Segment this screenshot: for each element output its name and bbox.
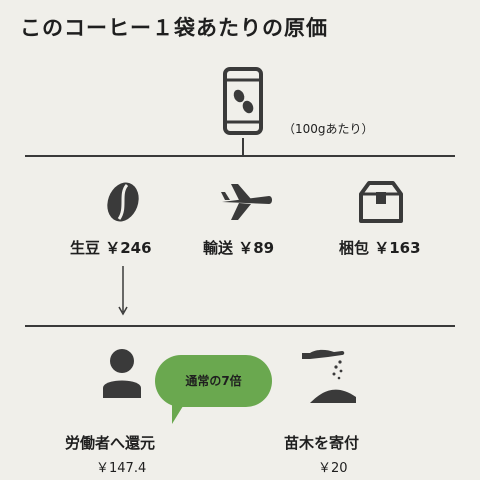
seedling-planting-icon xyxy=(302,349,356,403)
divider-top xyxy=(25,155,455,157)
connector-vertical xyxy=(242,138,244,156)
speech-bubble-tail xyxy=(172,398,188,424)
page-title: このコーヒー１袋あたりの原価 xyxy=(20,16,328,40)
item-raw-beans: 生豆 ￥246 xyxy=(70,237,152,258)
item-raw-beans-name: 生豆 xyxy=(70,239,101,257)
labor-return-label: 労働者へ還元 xyxy=(65,434,156,452)
box-icon xyxy=(359,181,403,223)
labor-return-price: ￥147.4 xyxy=(96,461,147,476)
person-icon xyxy=(103,349,141,398)
speech-bubble-text: 通常の7倍 xyxy=(185,374,242,388)
item-packaging: 梱包 ￥163 xyxy=(339,237,421,258)
airplane-icon xyxy=(221,184,272,220)
seedling-donation-label: 苗木を寄付 xyxy=(284,434,360,452)
arrow-down-icon xyxy=(118,266,128,316)
coffee-bean-icon xyxy=(107,182,139,222)
item-packaging-name: 梱包 xyxy=(339,239,370,257)
item-raw-beans-price: ￥246 xyxy=(105,239,152,257)
item-shipping: 輸送 ￥89 xyxy=(203,237,274,258)
seedling-donation-price: ￥20 xyxy=(318,461,348,476)
per-unit-note: （100gあたり） xyxy=(283,122,374,136)
coffee-can-icon xyxy=(223,67,263,135)
item-shipping-price: ￥89 xyxy=(238,239,275,257)
item-shipping-name: 輸送 xyxy=(203,239,234,257)
item-packaging-price: ￥163 xyxy=(374,239,421,257)
divider-bottom xyxy=(25,325,455,327)
